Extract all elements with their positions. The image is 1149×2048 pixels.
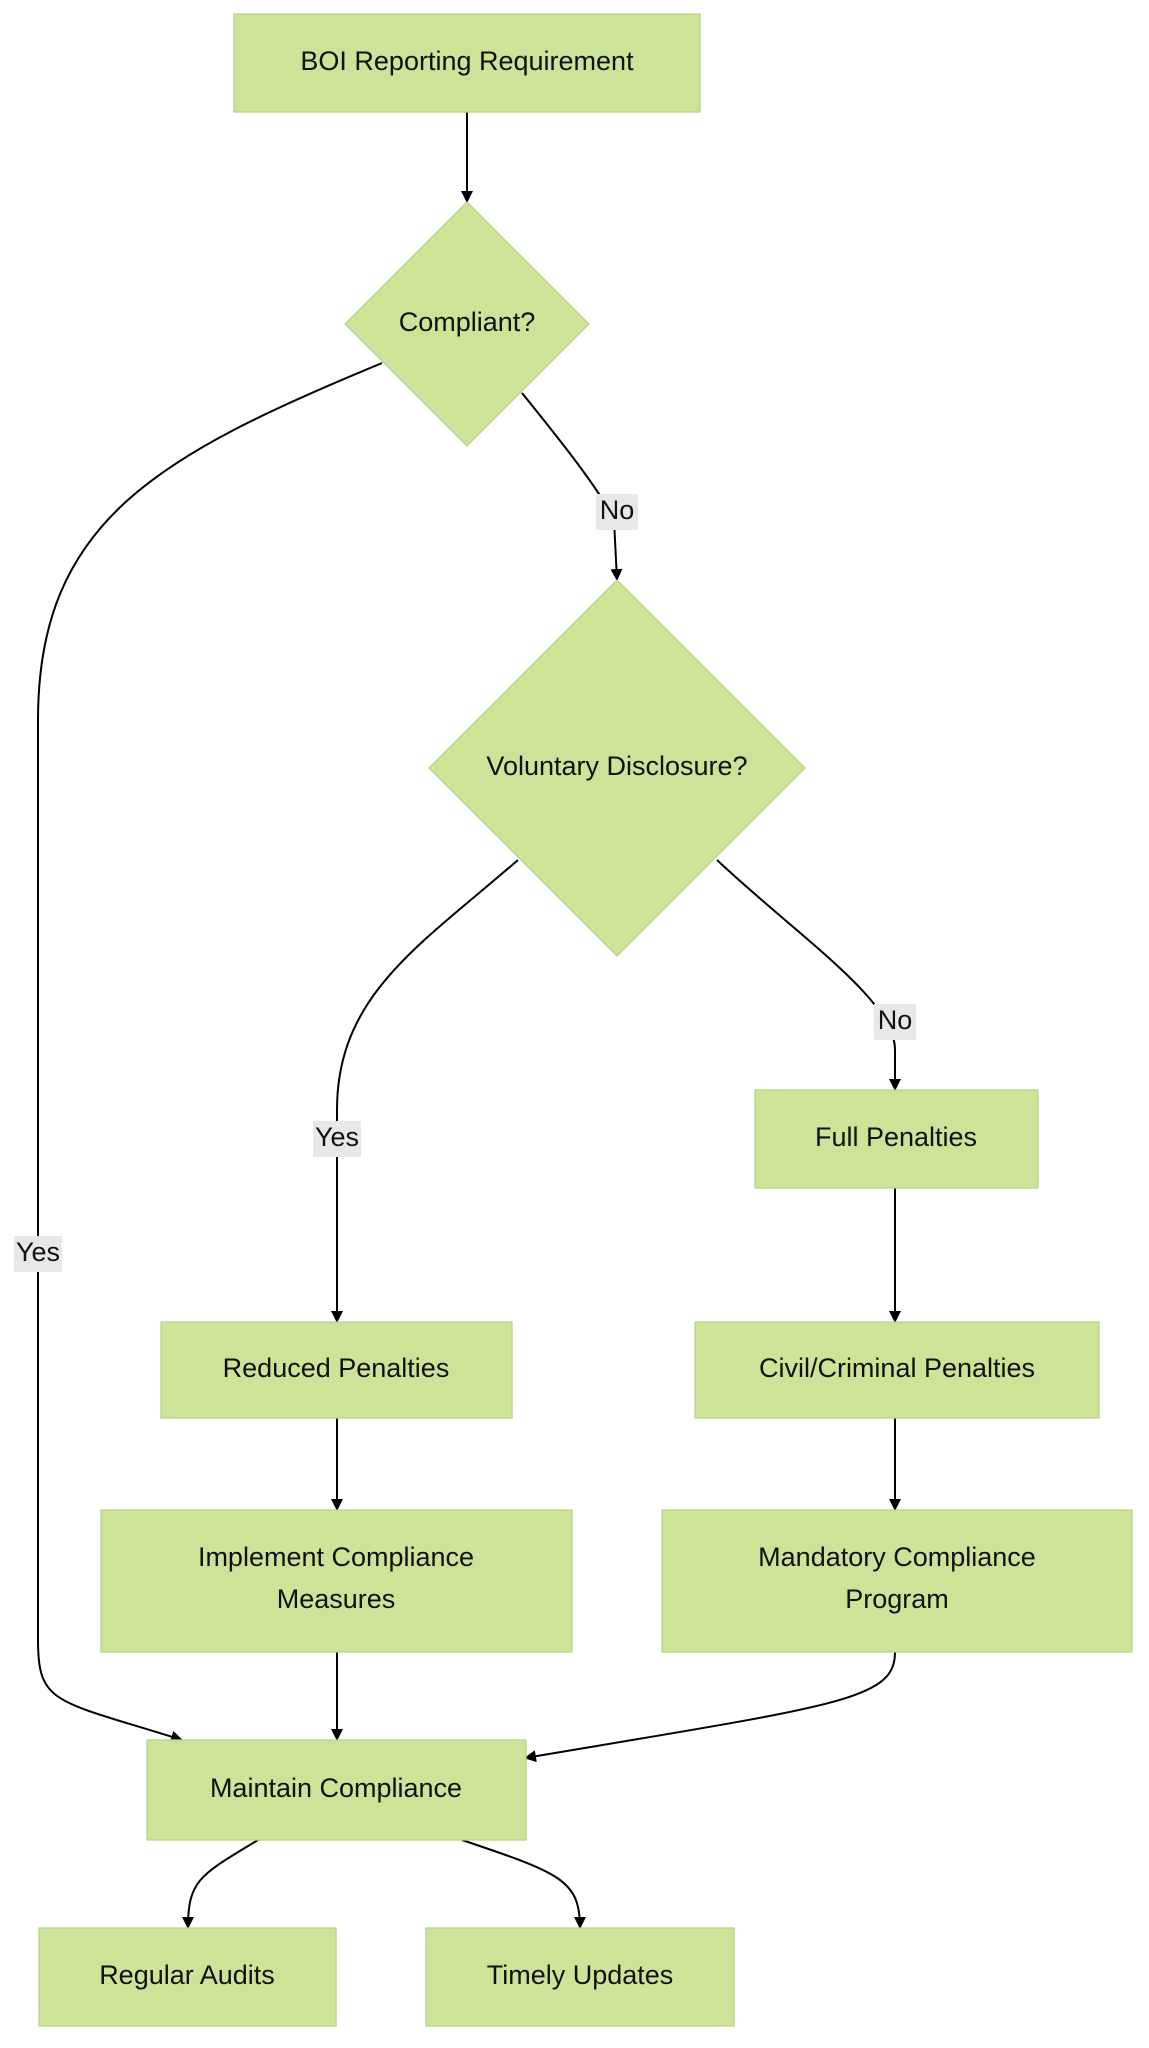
node-maintain-compliance: Maintain Compliance [146,1739,527,1841]
node-label: Voluntary Disclosure? [486,751,747,781]
node-label: Timely Updates [487,1960,674,1990]
node-label: BOI Reporting Requirement [300,46,634,76]
edge-label-text: No [878,1005,913,1035]
node-label: Civil/Criminal Penalties [759,1353,1035,1383]
edges [37,112,901,1929]
edge-compliant-to-maintain [37,362,383,1743]
edge-label-compliant-yes: Yes [14,1236,62,1272]
node-regular-audits: Regular Audits [38,1927,337,2027]
node-voluntary-disclosure-decision: Voluntary Disclosure? [428,579,806,957]
node-label-line2: Measures [277,1584,396,1614]
edge-voluntary-to-reduced [331,859,519,1323]
node-label: Reduced Penalties [223,1353,450,1383]
node-label: Maintain Compliance [210,1773,462,1803]
edge-compliant-to-voluntary [521,392,623,581]
edge-label-text: Yes [16,1237,60,1267]
node-label: Regular Audits [99,1960,275,1990]
edge-mandatory-to-maintain [524,1651,896,1763]
node-label: Full Penalties [815,1122,977,1152]
node-label-line1: Mandatory Compliance [758,1542,1036,1572]
node-compliant-decision: Compliant? [344,201,590,447]
node-implement-compliance-measures: Implement Compliance Measures [100,1509,573,1653]
edge-label-text: Yes [315,1122,359,1152]
node-timely-updates: Timely Updates [425,1927,735,2027]
edge-maintain-to-updates [461,1839,586,1929]
node-full-penalties: Full Penalties [754,1089,1039,1189]
node-label-line1: Implement Compliance [198,1542,474,1572]
node-civil-criminal-penalties: Civil/Criminal Penalties [694,1321,1100,1419]
edge-label-text: No [600,495,635,525]
edge-label-compliant-no: No [596,494,638,530]
edge-maintain-to-audits [182,1839,259,1929]
edge-voluntary-to-full [716,859,901,1091]
node-mandatory-compliance-program: Mandatory Compliance Program [661,1509,1133,1653]
node-label-line2: Program [845,1584,949,1614]
edge-label-voluntary-yes: Yes [313,1121,361,1157]
node-label: Compliant? [399,307,536,337]
edge-label-voluntary-no: No [874,1004,916,1040]
node-reduced-penalties: Reduced Penalties [160,1321,513,1419]
node-boi-reporting-requirement: BOI Reporting Requirement [233,13,701,113]
